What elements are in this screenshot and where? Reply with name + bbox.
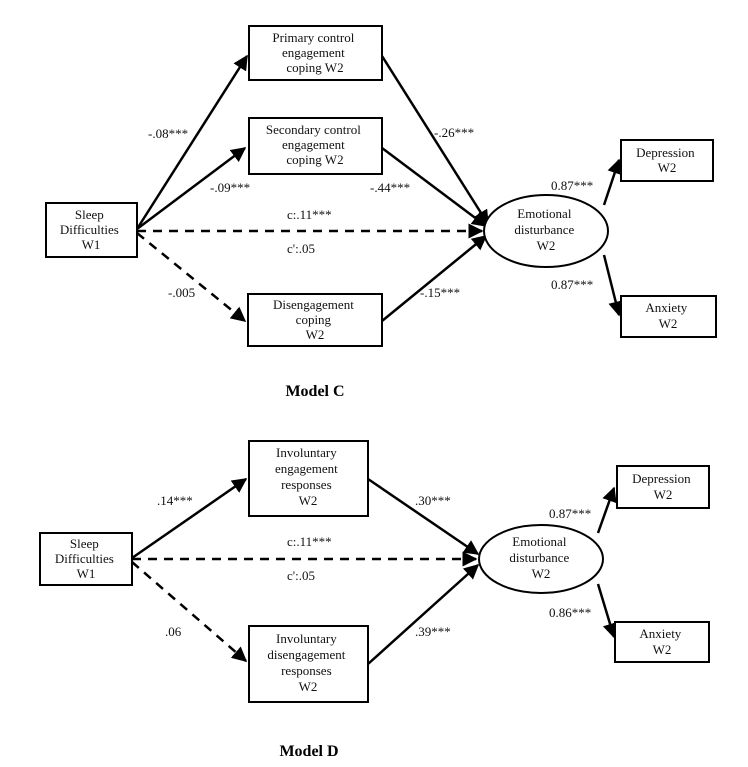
secondary-control-label-c: Secondary control engagement coping W2 [266, 122, 364, 167]
sleep-difficulties-label-c: Sleep Difficulties W1 [60, 207, 122, 252]
secondary-control-box-c [248, 117, 383, 175]
coef-total-c: c:.11*** [287, 207, 332, 222]
primary-control-box-c [248, 25, 383, 81]
coef-sleep-diseng-d: .06 [165, 624, 182, 639]
coef-direct-d: c':.05 [287, 568, 315, 583]
sleep-difficulties-label-d: Sleep Difficulties W1 [55, 536, 117, 581]
coef-eng-emo-d: .30*** [415, 493, 451, 508]
model-d-title: Model D [279, 743, 338, 760]
coef-diseng-emo-c: -.15*** [420, 285, 460, 300]
anxiety-label-c: Anxiety W2 [645, 300, 690, 331]
arrow-sleep-to-disengagement-c [136, 232, 247, 322]
involuntary-engagement-box-d [248, 440, 369, 517]
coef-sleep-eng-d: .14*** [157, 493, 193, 508]
involuntary-disengagement-box-d [248, 625, 369, 703]
coef-total-d: c:.11*** [287, 534, 332, 549]
arrow-sleep-to-inv-diseng-d [131, 561, 248, 662]
coef-diseng-emo-d: .39*** [415, 624, 451, 639]
arrow-sleep-to-primary-c [135, 54, 249, 230]
arrow-inv-eng-to-emotional-d [367, 477, 480, 556]
model-c: Sleep Difficulties W1 Primary control en… [45, 25, 717, 400]
coef-secondary-emo-c: -.44*** [370, 180, 410, 195]
arrow-disengagement-to-emotional-c [381, 235, 488, 322]
anxiety-box-c [620, 295, 717, 338]
anxiety-label-d: Anxiety W2 [639, 626, 684, 657]
depression-label-c: Depression W2 [636, 145, 698, 175]
depression-box-c [620, 139, 714, 182]
coef-emo-dep-c: 0.87*** [551, 178, 593, 193]
arrow-emotional-to-anxiety-c [602, 254, 624, 317]
sleep-difficulties-box-d [39, 532, 133, 586]
arrow-secondary-to-emotional-c [381, 147, 488, 227]
coef-emo-anx-d: 0.86*** [549, 605, 591, 620]
disengagement-coping-box-c [247, 293, 383, 347]
sleep-difficulties-box-c [45, 202, 138, 258]
coef-sleep-diseng-c: -.005 [168, 285, 195, 300]
arrow-emotional-to-depression-d [596, 486, 617, 534]
emotional-disturbance-ellipse-d [478, 524, 604, 594]
disengagement-coping-label-c: Disengagement coping W2 [273, 297, 357, 342]
emotional-disturbance-ellipse-c [483, 194, 609, 268]
coef-emo-anx-c: 0.87*** [551, 277, 593, 292]
depression-label-d: Depression W2 [632, 471, 694, 502]
anxiety-box-d [614, 621, 710, 663]
depression-box-d [616, 465, 710, 509]
coef-sleep-secondary-c: -.09*** [210, 180, 250, 195]
arrow-emotional-to-anxiety-d [596, 583, 618, 639]
arrow-inv-diseng-to-emotional-d [367, 563, 480, 665]
model-d: Sleep Difficulties W1 Involuntary engage… [39, 440, 710, 760]
coef-direct-c: c':.05 [287, 241, 315, 256]
coef-emo-dep-d: 0.87*** [549, 506, 591, 521]
emotional-disturbance-label-d: Emotional disturbance W2 [509, 534, 572, 581]
arrow-primary-to-emotional-c [380, 55, 490, 226]
involuntary-disengagement-label-d: Involuntary disengagement responses W2 [267, 631, 348, 694]
arrow-sleep-to-inv-eng-d [131, 477, 248, 560]
model-c-title: Model C [285, 383, 344, 400]
arrow-emotional-to-depression-c [602, 158, 622, 206]
coef-sleep-primary-c: -.08*** [148, 126, 188, 141]
coef-primary-emo-c: -.26*** [434, 125, 474, 140]
emotional-disturbance-label-c: Emotional disturbance W2 [514, 206, 577, 253]
involuntary-engagement-label-d: Involuntary engagement responses W2 [275, 445, 341, 508]
arrow-sleep-to-secondary-c [136, 147, 247, 230]
primary-control-label-c: Primary control engagement coping W2 [272, 30, 357, 75]
